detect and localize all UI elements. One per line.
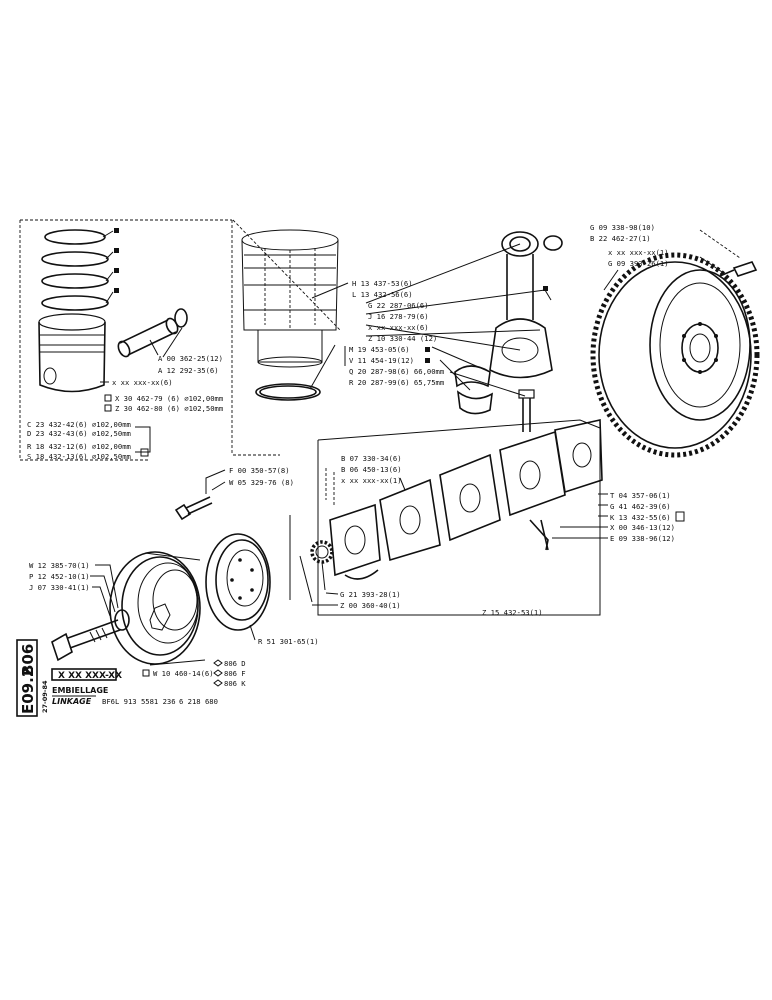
- callout-text: G 22 287-06(6): [368, 301, 429, 310]
- conrod-group: H 13 437-53(6) L 13 432-56(6) G 22 287-0…: [311, 231, 563, 432]
- callout-text: J 07 330-41(1): [29, 583, 90, 592]
- title-fr: EMBIELLAGE: [52, 686, 108, 695]
- callout-text: Z 00 360-40(1): [340, 601, 401, 610]
- callout-text: E 09 338-96(12): [610, 534, 675, 543]
- checkbox-symbol: [104, 394, 112, 402]
- crank-gear-drawing: [299, 540, 334, 603]
- damper-pulley-drawing: [109, 551, 206, 666]
- callout-text: M 19 453-05(6): [349, 345, 410, 354]
- piston-group: A 00 362-25(12) A 12 292-35(6) x xx xxx-…: [19, 219, 233, 461]
- callout-text: Z 10 330-44 (12): [368, 334, 437, 343]
- callout-text: G 21 393-28(1): [340, 590, 401, 599]
- callout-text: B 06 450-13(6): [341, 465, 402, 474]
- flywheel-group: G 09 338-98(10) B 22 462-27(1) x xx xxx-…: [590, 223, 760, 458]
- callout-text: R 20 287-99(6) 65,75mm: [349, 378, 444, 387]
- callout-text: B 22 462-27(1): [590, 234, 651, 243]
- callout-text: X 30 462-79 (6) ⌀102,00mm: [115, 394, 223, 403]
- conrod-callouts: H 13 437-53(6) L 13 432-56(6) G 22 287-0…: [344, 279, 444, 387]
- callout-text: C 23 432-42(6) ⌀102,00mm: [27, 420, 131, 429]
- conrod-callout-leaders: [311, 243, 546, 397]
- callout-text: A 00 362-25(12): [158, 354, 223, 363]
- checkbox-symbol: [104, 404, 112, 412]
- page-code: E09.2: [19, 667, 37, 714]
- callout-text: J 16 278-79(6): [368, 312, 429, 321]
- callout-text: F 00 350-57(8): [229, 466, 290, 475]
- callout-text: D 23 432-43(6) ⌀102,50mm: [27, 429, 131, 438]
- front-group: F 00 350-57(8) W 05 329-76 (8): [29, 466, 319, 688]
- variant-text: 806 D: [224, 659, 246, 668]
- callout-text: R 51 301-65(1): [258, 637, 319, 646]
- callout-text: R 18 432-12(6) ⌀102,00mm: [27, 442, 131, 451]
- piston-drawing: [38, 313, 106, 393]
- callout-text: X 00 346-13(12): [610, 523, 675, 532]
- crankshaft-callouts: B 07 330-34(6) B 06 450-13(6) x xx xxx-x…: [312, 454, 685, 617]
- flywheel-callouts: G 09 338-98(10) B 22 462-27(1) x xx xxx-…: [590, 223, 741, 291]
- callout-text: P 12 452-10(1): [29, 572, 90, 581]
- section-code: B06: [19, 644, 37, 676]
- drawing-number: 6 218 680: [179, 697, 218, 706]
- callout-text: x xx xxx-xx(6): [368, 323, 429, 332]
- callout-text: Z 15 432-53(1): [482, 608, 543, 617]
- checkbox-symbol: [142, 669, 150, 677]
- callout-text: x xx xxx-xx(6): [112, 378, 173, 387]
- callout-text: Q 20 287-98(6) 66,00mm: [349, 367, 444, 376]
- callout-text: W 10 460-14(6): [153, 669, 214, 678]
- callout-text: B 07 330-34(6): [341, 454, 402, 463]
- crankshaft-group: B 07 330-34(6) B 06 450-13(6) x xx xxx-x…: [289, 419, 685, 617]
- variant-text: 806 K: [224, 679, 246, 688]
- variant-list: 806 D 806 F 806 K: [213, 659, 246, 688]
- callout-text: A 12 292-35(6): [158, 366, 219, 375]
- section-code-box: [16, 639, 38, 717]
- sheet-date: 27-09-84: [41, 680, 49, 713]
- callout-text: T 04 357-06(1): [610, 491, 671, 500]
- small-bolt-drawing: [174, 496, 213, 521]
- piston-rings-drawing: [41, 228, 119, 311]
- callout-text: V 11 454-19(12): [349, 356, 414, 365]
- engine-code: BF6L 913 5581 236: [102, 697, 176, 706]
- callout-text: K 13 432-55(6): [610, 513, 671, 522]
- flywheel-bolt-drawing: [719, 261, 758, 277]
- callout-text: S 18 432-13(6) ⌀102,50mm: [27, 452, 131, 461]
- cylinder-liner-drawing: [241, 229, 339, 401]
- title-en: LINKAGE: [52, 697, 92, 706]
- callout-text: L 13 432-56(6): [352, 290, 413, 299]
- part-ref-box: [51, 668, 117, 681]
- callout-text: W 05 329-76 (8): [229, 478, 294, 487]
- crankshaft-group-border: [289, 419, 601, 616]
- callout-text: G 09 338-98(10): [590, 223, 655, 232]
- crankshaft-drawing: [329, 419, 603, 580]
- callout-text: G 41 462-39(6): [610, 502, 671, 511]
- callout-text: W 12 385-70(1): [29, 561, 90, 570]
- variant-text: 806 F: [224, 669, 246, 678]
- piston-group-border: [19, 219, 233, 461]
- front-bolt-callouts: F 00 350-57(8) W 05 329-76 (8): [205, 466, 294, 494]
- piston-pin-drawing: [117, 308, 188, 358]
- callout-text: Z 30 462-80 (6) ⌀102,50mm: [115, 404, 223, 413]
- long-bolt-drawing: [51, 619, 121, 662]
- vibration-damper-drawing: [205, 533, 271, 641]
- callout-text: H 13 437-53(6): [352, 279, 413, 288]
- part-ref: X XX XXX-XX: [58, 671, 122, 681]
- cylinder-liner-group: [232, 219, 341, 456]
- piston-callouts: A 00 362-25(12) A 12 292-35(6) x xx xxx-…: [27, 354, 223, 461]
- flywheel-drawing: [590, 252, 760, 458]
- callout-text: x xx xxx-xx(1): [608, 248, 669, 257]
- callout-text: x xx xxx-xx(1): [341, 476, 402, 485]
- conrod-drawing: [454, 231, 563, 432]
- front-callouts: W 12 385-70(1) P 12 452-10(1) J 07 330-4…: [29, 561, 319, 688]
- title-block: B06 E09.2 27-09-84 X XX XXX-XX EMBIELLAG…: [16, 639, 218, 717]
